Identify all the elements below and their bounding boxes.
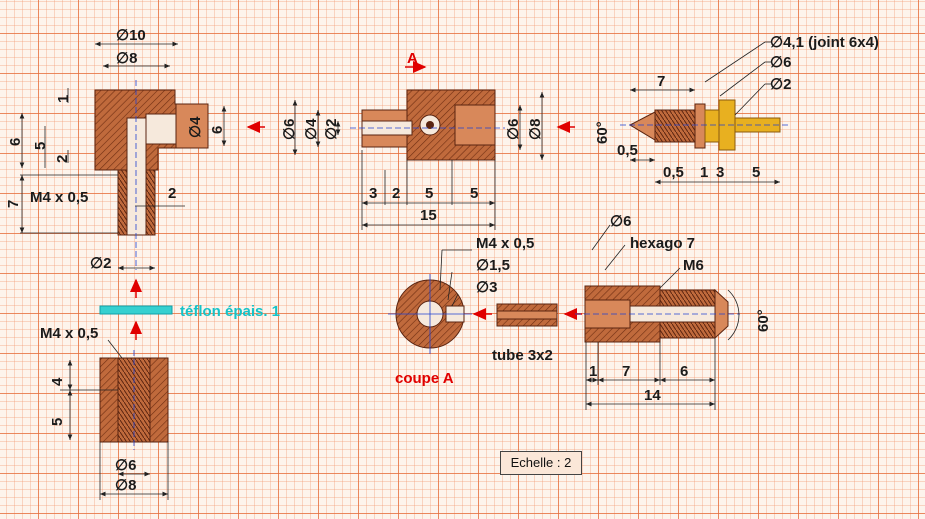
dim-5-body-right: 5 [470,185,478,202]
dim-3-body: 3 [369,185,377,202]
section-letter-a: A [407,50,418,67]
fitting-part [575,285,740,343]
dim-d3: ∅3 [476,279,497,296]
dim-d15: ∅1,5 [476,257,510,274]
coupe-a-label: coupe A [395,370,454,387]
elbow-dimension-lines [19,41,227,271]
dim-60-nozzle: 60° [594,121,611,144]
dim-d6-nozzle: ∅6 [770,54,791,71]
dim-1-nozzle: 1 [700,164,708,181]
nut-dimension-lines [60,339,169,500]
nozzle-part [620,99,790,151]
dim-60-fitting: 60° [755,309,772,332]
dim-6-right: 6 [209,126,226,134]
dim-d6-body-right: ∅6 [505,119,522,140]
dim-d4-body: ∅4 [303,118,320,140]
dim-7-nozzle: 7 [657,73,665,90]
teflon-label: téflon épais. 1 [180,303,280,320]
dim-14-fitting: 14 [644,387,661,404]
dim-d10: ∅10 [116,27,146,44]
tube-part: tube 3x2 [492,303,558,364]
dim-3-nozzle: 3 [716,164,724,181]
nozzle-dimension-texts: ∅4,1 (joint 6x4) ∅6 ∅2 7 60° 0,5 0,5 1 3… [594,34,879,181]
fitting-dimension-lines [585,224,740,410]
section-a-view: M4 x 0,5 ∅1,5 ∅3 coupe A [388,235,534,387]
dim-5-nozzle: 5 [752,164,760,181]
thread-m4-elbow: M4 x 0,5 [30,189,88,206]
body-dimension-lines [292,92,545,230]
fitting-dimension-texts: ∅6 hexago 7 M6 60° 1 7 6 14 [589,213,772,404]
dim-05-tip: 0,5 [617,142,638,159]
body-dimension-texts: ∅6 ∅4 ∅2 ∅6 ∅8 3 2 5 5 15 [281,118,544,224]
scale-label: Echelle : 2 [500,451,582,475]
nut-part [99,350,169,450]
section-marker-a: A [405,50,427,73]
dim-7-fitting: 7 [622,363,630,380]
nut-dimension-texts: M4 x 0,5 4 5 ∅6 ∅8 [40,325,136,494]
dim-d8-nut: ∅8 [115,477,136,494]
dim-6: 6 [7,138,24,146]
elbow-dimension-texts: ∅10 ∅8 1 6 5 2 7 M4 x 0,5 2 ∅4 6 ∅2 [5,27,226,272]
thread-m4-section: M4 x 0,5 [476,235,534,252]
tube-label: tube 3x2 [492,347,553,364]
dim-1: 1 [55,95,72,103]
dim-2-side: 2 [168,185,176,202]
nozzle-dimension-lines [630,41,780,185]
dim-6-fitting: 6 [680,363,688,380]
dim-4-nut: 4 [49,377,66,386]
thread-m4-nut: M4 x 0,5 [40,325,98,342]
dim-d41-joint: ∅4,1 (joint 6x4) [770,34,879,51]
thread-m6: M6 [683,257,704,274]
elbow-part [94,80,209,270]
dim-2: 2 [54,155,71,163]
dim-d2-nozzle: ∅2 [770,76,791,93]
body-part [350,89,505,161]
dim-d4: ∅4 [187,116,204,138]
dim-5-body: 5 [425,185,433,202]
dim-d6-body: ∅6 [281,119,298,140]
dim-05-base: 0,5 [663,164,684,181]
dim-d6-fitting: ∅6 [610,213,631,230]
dim-d2: ∅2 [90,255,111,272]
dim-15-body: 15 [420,207,437,224]
dim-5: 5 [32,142,49,150]
dim-5-nut: 5 [49,418,66,426]
hexagon-label: hexago 7 [630,235,695,252]
dim-7: 7 [5,200,22,208]
dim-d2-body: ∅2 [323,119,340,140]
dim-d8: ∅8 [116,50,137,67]
dim-2-body: 2 [392,185,400,202]
teflon-washer: téflon épais. 1 [99,303,280,320]
dim-d8-body: ∅8 [527,119,544,140]
dim-d6-nut: ∅6 [115,457,136,474]
dim-1-fitting: 1 [589,363,597,380]
